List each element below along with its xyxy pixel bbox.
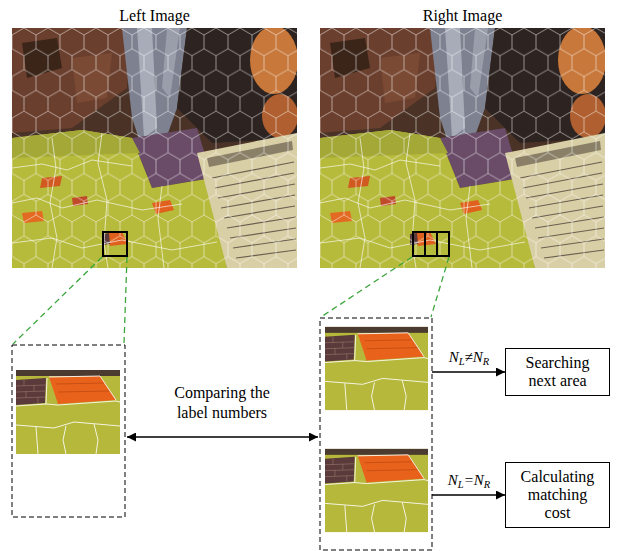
- flow-arrow: [432, 494, 505, 495]
- condition-label: NL≠NR: [433, 347, 505, 367]
- zoom-frame: [12, 345, 125, 517]
- image-heading: Left Image: [12, 4, 297, 28]
- zoom-patch: [325, 449, 428, 532]
- window-divider: [424, 232, 426, 256]
- left-photo: [12, 26, 298, 268]
- process-box: Searching next area: [505, 348, 610, 396]
- zoom-leader: [124, 257, 127, 344]
- box-text: Searching next area: [517, 354, 599, 390]
- zoom-leader: [13, 257, 102, 344]
- search-window: [103, 232, 127, 256]
- search-window: [413, 232, 449, 256]
- image-panel: Right Image: [320, 4, 605, 28]
- zoom-patch: [16, 370, 120, 454]
- condition-label: NL=NR: [433, 470, 505, 490]
- arrow-label: Comparing the label numbers: [162, 383, 282, 423]
- image-panel: Left Image: [12, 4, 297, 28]
- process-box: Calculating matching cost: [505, 462, 610, 528]
- zoom-leader: [321, 257, 412, 317]
- zoom-leader: [431, 257, 449, 317]
- zoom-patch: [325, 327, 428, 410]
- right-photo: [320, 26, 606, 268]
- window-divider: [436, 232, 438, 256]
- image-heading: Right Image: [320, 4, 605, 28]
- flow-arrow: [432, 371, 505, 372]
- zoom-frame: [320, 318, 432, 550]
- box-text: Calculating matching cost: [517, 468, 599, 522]
- double-arrow: [127, 436, 318, 437]
